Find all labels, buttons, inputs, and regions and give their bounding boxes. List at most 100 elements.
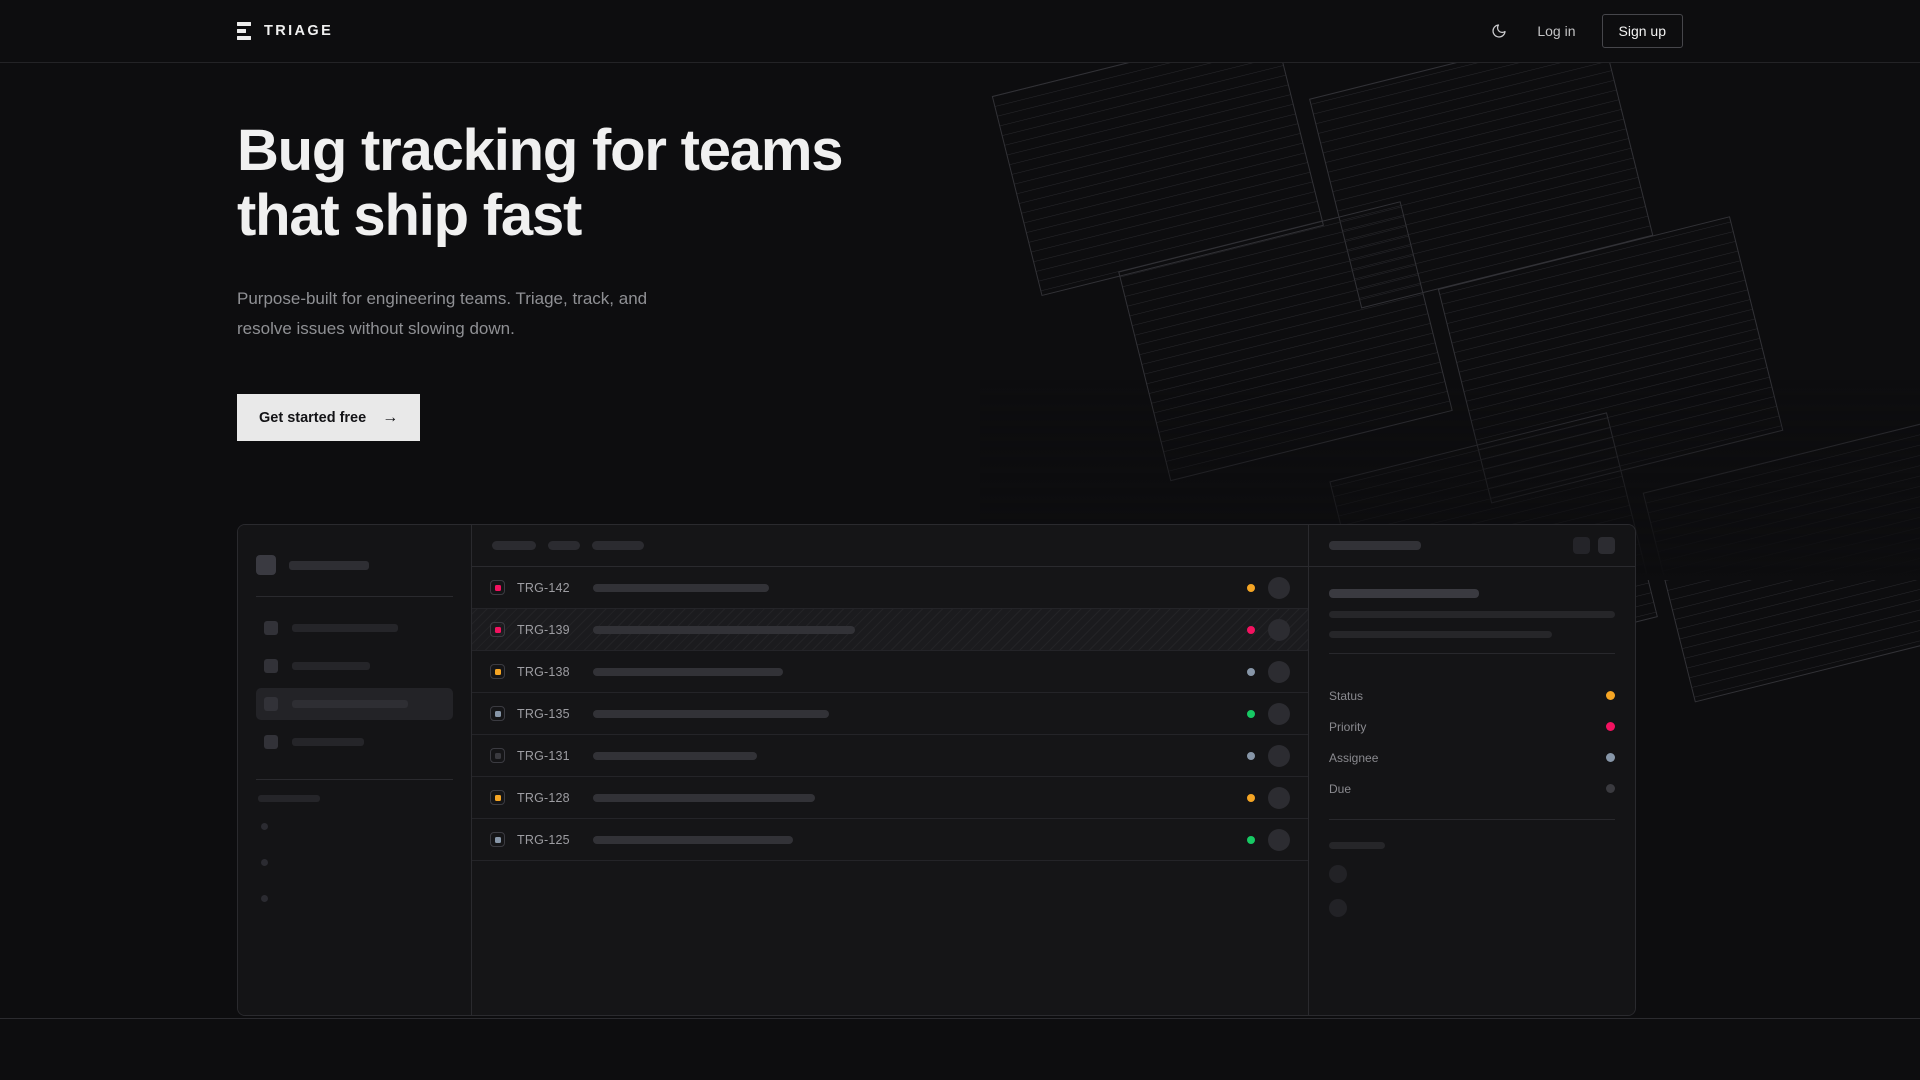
status-dot bbox=[1247, 625, 1255, 634]
sidebar-divider-top bbox=[256, 596, 453, 597]
signup-button[interactable]: Sign up bbox=[1601, 14, 1683, 48]
issue-row[interactable]: TRG-138 bbox=[472, 651, 1308, 693]
stacked-bars-icon bbox=[237, 22, 251, 40]
sidebar-mini-item[interactable] bbox=[256, 880, 453, 916]
detail-meta-value-dot bbox=[1606, 722, 1615, 731]
assignee-avatar[interactable] bbox=[1268, 660, 1290, 683]
issue-title-skeleton bbox=[593, 709, 829, 718]
issue-title-skeleton bbox=[593, 625, 855, 634]
detail-body-line-skeleton bbox=[1329, 631, 1553, 638]
status-dot bbox=[1247, 835, 1255, 844]
sidebar-item[interactable] bbox=[256, 612, 453, 644]
assignee-avatar[interactable] bbox=[1268, 702, 1290, 725]
sidebar-mini-item[interactable] bbox=[256, 808, 453, 844]
issue-title-skeleton bbox=[593, 793, 815, 802]
detail-meta-label: Due bbox=[1329, 781, 1352, 796]
issue-id: TRG-142 bbox=[517, 580, 570, 595]
status-dot bbox=[1247, 793, 1255, 802]
sidebar-item[interactable] bbox=[256, 650, 453, 682]
issue-row[interactable]: TRG-142 bbox=[472, 567, 1308, 609]
issue-id: TRG-135 bbox=[517, 706, 570, 721]
mockup-workspace-switcher[interactable] bbox=[256, 555, 453, 575]
detail-action-button[interactable] bbox=[1573, 537, 1590, 554]
brand-logo[interactable]: TRIAGE bbox=[237, 22, 333, 40]
issue-row[interactable]: TRG-128 bbox=[472, 777, 1308, 819]
login-link[interactable]: Log in bbox=[1537, 23, 1576, 39]
toolbar-filter-pill[interactable] bbox=[492, 541, 536, 550]
hero-subtitle: Purpose-built for engineering teams. Tri… bbox=[237, 289, 648, 338]
detail-meta-value-dot bbox=[1606, 691, 1615, 700]
sidebar-item-label-skeleton bbox=[292, 662, 370, 670]
toolbar-filter-pill[interactable] bbox=[548, 541, 580, 550]
moon-icon[interactable] bbox=[1487, 19, 1511, 43]
activity-avatar bbox=[1329, 899, 1347, 917]
detail-meta-row[interactable]: Status bbox=[1329, 680, 1615, 711]
detail-panel-header bbox=[1309, 525, 1635, 567]
detail-meta-label: Assignee bbox=[1329, 750, 1379, 765]
status-dot bbox=[1247, 751, 1255, 760]
toolbar-filter-pill[interactable] bbox=[592, 541, 644, 550]
status-dot bbox=[1247, 667, 1255, 676]
assignee-avatar[interactable] bbox=[1268, 618, 1290, 641]
issue-row[interactable]: TRG-131 bbox=[472, 735, 1308, 777]
detail-meta-value-dot bbox=[1606, 784, 1615, 793]
sidebar-mini-item[interactable] bbox=[256, 844, 453, 880]
workspace-name-skeleton bbox=[289, 560, 369, 570]
hero-section: Bug tracking for teams that ship fast Pu… bbox=[237, 118, 843, 441]
issue-id: TRG-131 bbox=[517, 748, 570, 763]
detail-meta-row[interactable]: Due bbox=[1329, 773, 1615, 804]
top-navigation-bar: TRIAGE Log in Sign up bbox=[0, 0, 1920, 63]
issue-row[interactable]: TRG-125 bbox=[472, 819, 1308, 861]
detail-meta-label: Status bbox=[1329, 688, 1364, 703]
assignee-avatar[interactable] bbox=[1268, 786, 1290, 809]
arrow-right-icon: → bbox=[382, 408, 399, 426]
detail-meta-row[interactable]: Assignee bbox=[1329, 742, 1615, 773]
activity-label-skeleton bbox=[1329, 842, 1385, 849]
detail-action-button[interactable] bbox=[1598, 537, 1615, 554]
sidebar-item-label-skeleton bbox=[292, 738, 364, 746]
assignee-avatar[interactable] bbox=[1268, 576, 1290, 599]
sidebar-section-label-skeleton bbox=[258, 795, 320, 802]
assignee-avatar[interactable] bbox=[1268, 744, 1290, 767]
detail-meta-label: Priority bbox=[1329, 719, 1367, 734]
detail-divider bbox=[1329, 653, 1615, 654]
detail-title-skeleton bbox=[1329, 541, 1421, 550]
priority-badge bbox=[490, 748, 505, 763]
sidebar-item[interactable] bbox=[256, 726, 453, 758]
sidebar-divider-bottom bbox=[256, 779, 453, 780]
sidebar-item-label-skeleton bbox=[292, 624, 398, 632]
page-title: Bug tracking for teams that ship fast bbox=[237, 118, 843, 248]
sidebar-mini-dot bbox=[261, 894, 268, 902]
mockup-sidebar bbox=[238, 525, 472, 1015]
status-dot bbox=[1247, 583, 1255, 592]
issue-id: TRG-125 bbox=[517, 832, 570, 847]
sidebar-mini-dot bbox=[261, 858, 268, 866]
cta-label: Get started free bbox=[259, 409, 367, 426]
status-dot bbox=[1247, 709, 1255, 718]
detail-header-actions bbox=[1573, 537, 1615, 554]
issue-id: TRG-138 bbox=[517, 664, 570, 679]
detail-divider-bottom bbox=[1329, 819, 1615, 820]
priority-badge bbox=[490, 664, 505, 679]
assignee-avatar[interactable] bbox=[1268, 828, 1290, 851]
issue-id: TRG-139 bbox=[517, 622, 570, 637]
priority-badge bbox=[490, 580, 505, 595]
detail-issue-title-skeleton bbox=[1329, 589, 1479, 598]
issue-title-skeleton bbox=[593, 835, 793, 844]
issue-title-skeleton bbox=[593, 751, 757, 760]
sidebar-item-icon bbox=[264, 621, 278, 635]
sidebar-item[interactable] bbox=[256, 688, 453, 720]
activity-avatars bbox=[1329, 865, 1615, 917]
sidebar-item-icon bbox=[264, 697, 278, 711]
detail-meta-value-dot bbox=[1606, 753, 1615, 762]
issue-row[interactable]: TRG-139 bbox=[472, 609, 1308, 651]
get-started-button[interactable]: Get started free → bbox=[237, 394, 421, 441]
issue-title-skeleton bbox=[593, 667, 783, 676]
issue-title-skeleton bbox=[593, 583, 769, 592]
detail-meta-row[interactable]: Priority bbox=[1329, 711, 1615, 742]
issue-row[interactable]: TRG-135 bbox=[472, 693, 1308, 735]
